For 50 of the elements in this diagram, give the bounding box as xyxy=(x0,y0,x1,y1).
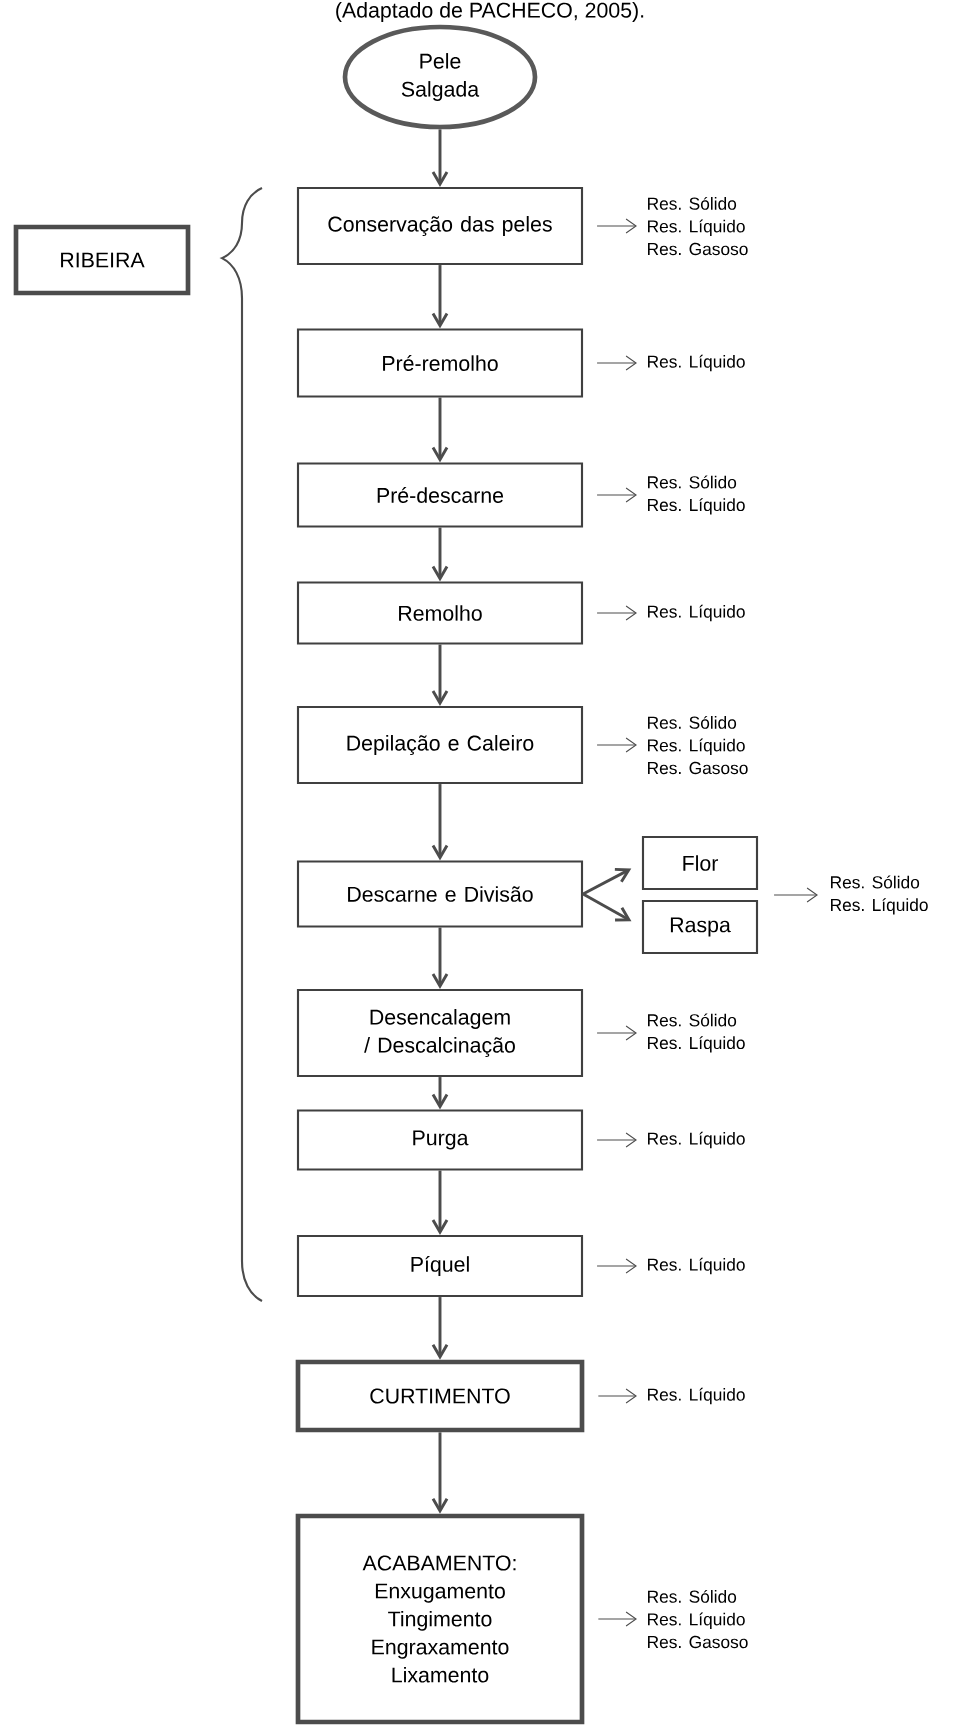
arrow xyxy=(431,927,449,989)
process-box: Purga xyxy=(296,1109,584,1171)
residue-label: Res. Sólido Res. Líquido xyxy=(648,1013,745,1053)
process-box: Flor xyxy=(641,835,759,891)
arrow xyxy=(773,887,818,903)
arrow xyxy=(431,527,449,582)
residue-label: Res. Sólido Res. Líquido Res. Gasoso xyxy=(648,1589,748,1649)
arrow xyxy=(596,218,637,234)
arrow xyxy=(596,1258,637,1274)
residue-label: Res. Sólido Res. Líquido Res. Gasoso xyxy=(648,715,748,775)
arrow xyxy=(582,867,632,896)
arrow xyxy=(597,1388,637,1404)
residue-label: Res. Líquido xyxy=(648,1257,745,1275)
stage-box: RIBEIRA xyxy=(13,224,191,296)
residue-label: Res. Líquido xyxy=(648,1131,745,1149)
process-box: Pré-descarne xyxy=(296,462,584,528)
residue-label: Res. Líquido xyxy=(648,354,745,372)
arrow xyxy=(431,265,449,329)
arrow xyxy=(596,605,637,621)
process-box: Remolho xyxy=(296,581,584,645)
process-box: Píquel xyxy=(296,1234,584,1298)
stage-box: ACABAMENTO: Enxugamento Tingimento Engraxamento Lixamento xyxy=(295,1513,585,1725)
arrow xyxy=(431,129,449,187)
arrow xyxy=(431,784,449,861)
arrow xyxy=(596,737,637,753)
arrow xyxy=(597,1611,637,1627)
arrow xyxy=(596,355,637,371)
residue-label: Res. Sólido Res. Líquido xyxy=(831,875,928,915)
process-box: Depilação e Caleiro xyxy=(296,705,584,785)
arrow xyxy=(431,1170,449,1235)
arrow xyxy=(431,1077,449,1110)
arrow xyxy=(431,397,449,463)
residue-label: Res. Sólido Res. Líquido Res. Gasoso xyxy=(648,196,748,256)
residue-label: Res. Líquido xyxy=(648,1387,745,1405)
arrow xyxy=(431,1297,449,1360)
arrow xyxy=(431,1432,449,1514)
stage-box: CURTIMENTO xyxy=(295,1359,585,1433)
residue-label: Res. Sólido Res. Líquido xyxy=(648,475,745,515)
process-box: Raspa xyxy=(641,899,759,955)
residue-label: Res. Líquido xyxy=(648,604,745,622)
process-box: Pré-remolho xyxy=(296,328,584,398)
arrow xyxy=(582,892,632,922)
arrow xyxy=(431,644,449,706)
caption: (Adaptado de PACHECO, 2005). xyxy=(336,2,644,22)
process-box: Conservação das peles xyxy=(296,186,584,266)
process-box: Desencalagem / Descalcinação xyxy=(296,988,584,1078)
arrow xyxy=(596,1025,637,1041)
arrow xyxy=(596,487,637,503)
process-box: Descarne e Divisão xyxy=(296,860,584,928)
arrow xyxy=(596,1132,637,1148)
